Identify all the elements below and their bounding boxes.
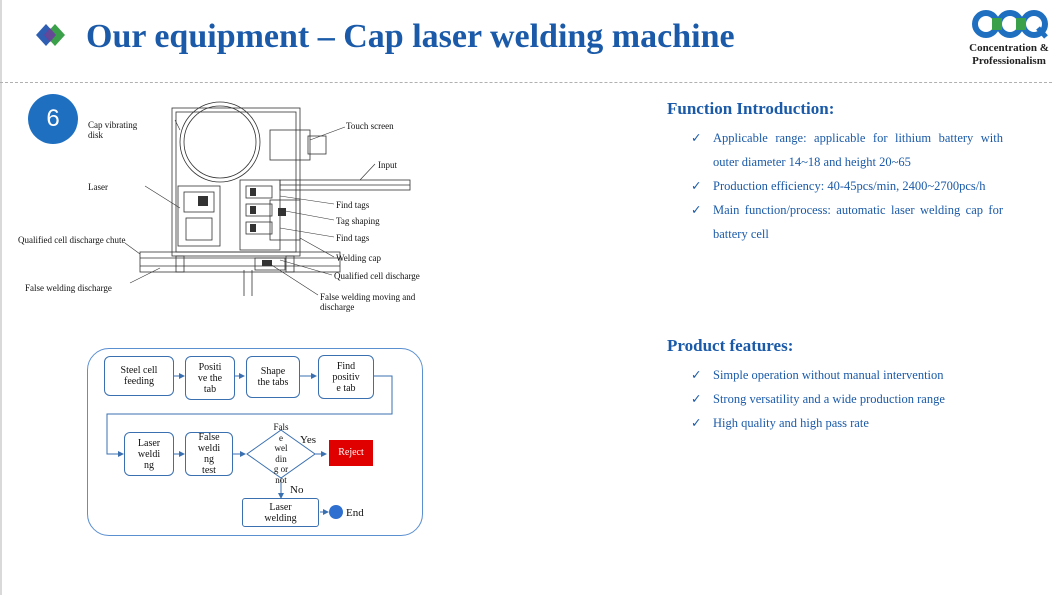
list-item: ✓ High quality and high pass rate: [691, 411, 1013, 435]
label-qualified-chute: Qualified cell discharge chute: [18, 235, 126, 245]
check-icon: ✓: [691, 368, 702, 382]
list-item: ✓ Production efficiency: 40-45pcs/min, 2…: [691, 174, 1003, 198]
diamond-icon: [36, 22, 66, 48]
flow-reject-box: Reject: [329, 440, 373, 466]
label-find-tags-2: Find tags: [336, 233, 370, 243]
flowchart-frame: [87, 348, 423, 536]
company-logo: [972, 8, 1052, 40]
flow-no-label: No: [290, 484, 304, 496]
check-icon: ✓: [691, 131, 702, 145]
list-item: ✓ Strong versatility and a wide producti…: [691, 387, 1013, 411]
flowchart-connectors: [87, 348, 423, 536]
left-border: [0, 0, 2, 595]
section-number-badge: 6: [28, 94, 78, 144]
label-find-tags-1: Find tags: [336, 200, 370, 210]
function-intro-list: ✓ Applicable range: applicable for lithi…: [691, 126, 1003, 246]
label-welding-cap: Welding cap: [336, 253, 382, 263]
function-intro-heading: Function Introduction:: [667, 99, 835, 118]
label-qualified-discharge: Qualified cell discharge: [334, 271, 420, 281]
label-tag-shaping: Tag shaping: [336, 216, 380, 226]
check-icon: ✓: [691, 416, 702, 430]
company-slogan: Concentration & Professionalism: [969, 42, 1049, 67]
machine-drawing: [120, 100, 420, 310]
list-item: ✓ Main function/process: automatic laser…: [691, 198, 1003, 246]
label-false-welding-moving: False welding moving and discharge: [320, 292, 416, 312]
list-item: ✓ Applicable range: applicable for lithi…: [691, 126, 1003, 174]
product-features-list: ✓ Simple operation without manual interv…: [691, 363, 1013, 435]
flow-end-label: End: [346, 507, 364, 519]
flow-yes-label: Yes: [300, 434, 317, 446]
header-divider: [0, 82, 1052, 83]
label-laser: Laser: [88, 182, 108, 192]
label-cap-vibrating-disk: Cap vibrating disk: [88, 120, 138, 140]
check-icon: ✓: [691, 203, 702, 217]
product-features-heading: Product features:: [667, 336, 794, 355]
check-icon: ✓: [691, 392, 702, 406]
list-item: ✓ Simple operation without manual interv…: [691, 363, 1013, 387]
flow-decision-label: Fals e wel din g or not: [273, 422, 289, 485]
page-title: Our equipment – Cap laser welding machin…: [86, 18, 735, 55]
label-touch-screen: Touch screen: [346, 121, 394, 131]
check-icon: ✓: [691, 179, 702, 193]
label-input: Input: [378, 160, 397, 170]
label-false-welding-discharge: False welding discharge: [25, 283, 112, 293]
